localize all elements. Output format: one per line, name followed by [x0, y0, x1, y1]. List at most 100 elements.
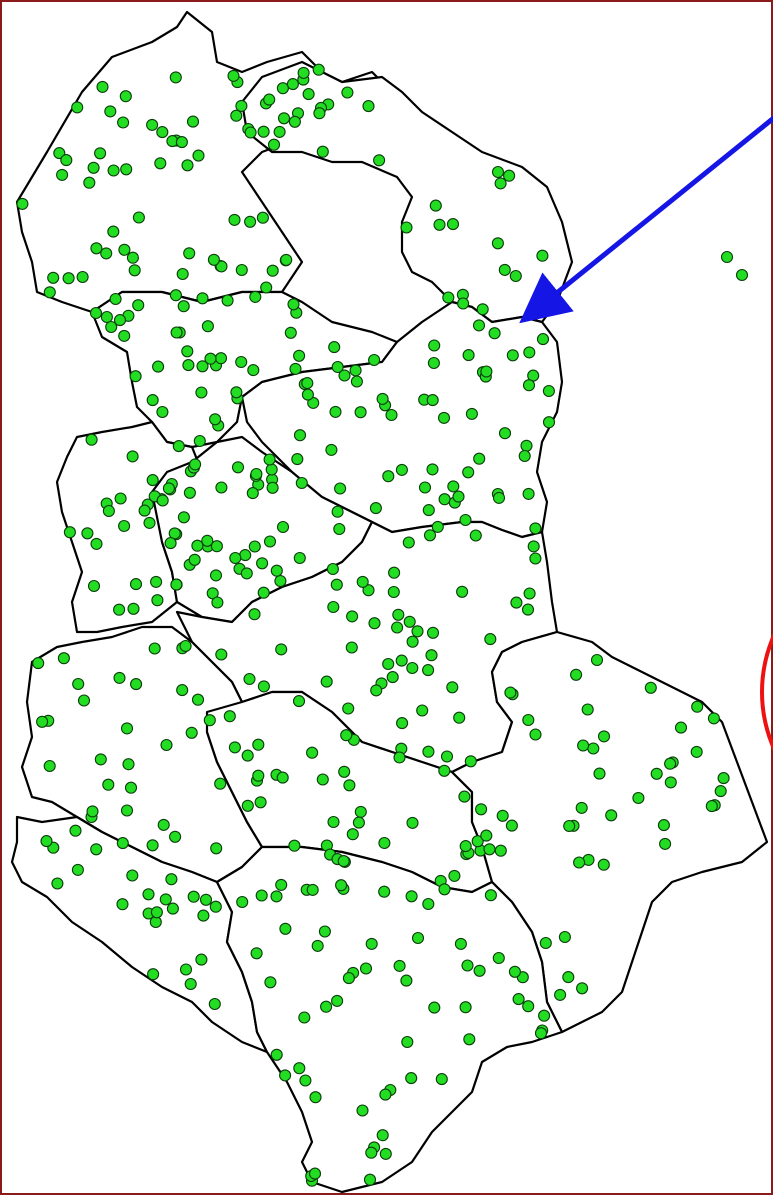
station-point[interactable]: [246, 487, 259, 500]
station-point[interactable]: [506, 349, 519, 362]
station-point[interactable]: [365, 1146, 378, 1159]
station-point[interactable]: [426, 394, 439, 407]
station-point[interactable]: [274, 574, 287, 588]
station-point[interactable]: [431, 520, 444, 533]
station-point[interactable]: [536, 249, 549, 262]
region-kukes[interactable]: [240, 60, 574, 324]
station-point[interactable]: [378, 885, 391, 898]
station-point[interactable]: [352, 816, 365, 829]
station-point[interactable]: [102, 504, 115, 518]
station-point[interactable]: [529, 552, 542, 565]
station-point[interactable]: [379, 1088, 392, 1101]
station-point[interactable]: [257, 680, 270, 693]
station-point[interactable]: [270, 890, 283, 903]
station-point[interactable]: [343, 779, 356, 792]
station-point[interactable]: [119, 90, 132, 103]
station-point[interactable]: [116, 898, 129, 911]
station-point[interactable]: [376, 1129, 389, 1142]
station-point[interactable]: [373, 154, 386, 167]
station-point[interactable]: [492, 951, 505, 965]
station-point[interactable]: [122, 758, 135, 771]
station-point[interactable]: [302, 88, 315, 101]
station-point[interactable]: [650, 767, 663, 780]
station-point[interactable]: [195, 386, 208, 399]
station-point[interactable]: [169, 71, 182, 84]
station-point[interactable]: [538, 1009, 551, 1022]
station-point[interactable]: [331, 360, 344, 374]
station-point[interactable]: [118, 329, 131, 342]
station-point[interactable]: [286, 78, 299, 91]
station-point[interactable]: [473, 964, 486, 977]
station-point[interactable]: [406, 816, 419, 829]
station-point[interactable]: [457, 297, 470, 310]
station-point[interactable]: [465, 407, 478, 420]
station-point[interactable]: [184, 977, 197, 991]
station-point[interactable]: [576, 982, 589, 995]
station-point[interactable]: [423, 529, 437, 542]
station-point[interactable]: [90, 843, 103, 856]
station-point[interactable]: [570, 668, 583, 681]
station-point[interactable]: [659, 837, 672, 850]
station-point[interactable]: [43, 286, 56, 299]
station-point[interactable]: [411, 625, 424, 638]
station-point[interactable]: [169, 289, 182, 302]
station-point[interactable]: [86, 805, 99, 818]
station-point[interactable]: [327, 815, 340, 829]
station-point[interactable]: [214, 777, 227, 790]
station-point[interactable]: [252, 738, 265, 751]
station-point[interactable]: [243, 672, 256, 686]
station-point[interactable]: [717, 772, 730, 785]
station-point[interactable]: [150, 575, 163, 588]
station-point[interactable]: [248, 540, 261, 553]
station-point[interactable]: [480, 365, 493, 378]
station-point[interactable]: [89, 306, 103, 320]
station-point[interactable]: [480, 829, 493, 842]
station-point[interactable]: [318, 925, 331, 938]
station-point[interactable]: [250, 467, 263, 481]
station-point[interactable]: [159, 893, 172, 906]
station-point[interactable]: [130, 678, 143, 691]
station-point[interactable]: [289, 362, 302, 375]
station-point[interactable]: [150, 906, 163, 919]
station-point[interactable]: [277, 112, 291, 125]
station-point[interactable]: [87, 161, 100, 174]
station-point[interactable]: [197, 909, 210, 922]
station-point[interactable]: [312, 63, 325, 76]
station-point[interactable]: [518, 449, 531, 463]
station-point[interactable]: [210, 842, 223, 855]
station-point[interactable]: [446, 681, 459, 694]
station-point[interactable]: [435, 1073, 448, 1086]
station-point[interactable]: [195, 953, 208, 966]
station-point[interactable]: [418, 481, 432, 494]
station-point[interactable]: [170, 326, 183, 339]
station-point[interactable]: [120, 804, 134, 817]
station-point[interactable]: [452, 490, 465, 503]
station-point[interactable]: [369, 502, 382, 515]
region-gjirokaster[interactable]: [215, 845, 564, 1194]
station-point[interactable]: [147, 968, 160, 981]
station-point[interactable]: [391, 621, 404, 634]
station-point[interactable]: [309, 1091, 322, 1104]
station-point[interactable]: [329, 405, 342, 418]
station-point[interactable]: [100, 247, 113, 260]
station-point[interactable]: [241, 749, 254, 762]
station-point[interactable]: [534, 1027, 548, 1040]
station-point[interactable]: [542, 416, 556, 429]
station-point[interactable]: [196, 292, 209, 305]
station-point[interactable]: [330, 578, 343, 591]
station-point[interactable]: [313, 107, 326, 120]
station-point[interactable]: [496, 809, 509, 822]
station-point[interactable]: [107, 164, 120, 177]
station-point[interactable]: [256, 557, 269, 570]
station-point[interactable]: [523, 346, 536, 359]
station-point[interactable]: [279, 922, 292, 935]
station-point[interactable]: [215, 648, 228, 661]
station-point[interactable]: [488, 327, 501, 340]
station-point[interactable]: [120, 722, 134, 735]
station-point[interactable]: [707, 712, 720, 725]
station-point[interactable]: [447, 480, 460, 493]
station-point[interactable]: [203, 714, 216, 727]
station-point[interactable]: [247, 364, 260, 377]
station-point[interactable]: [326, 562, 339, 576]
station-point[interactable]: [492, 491, 506, 504]
